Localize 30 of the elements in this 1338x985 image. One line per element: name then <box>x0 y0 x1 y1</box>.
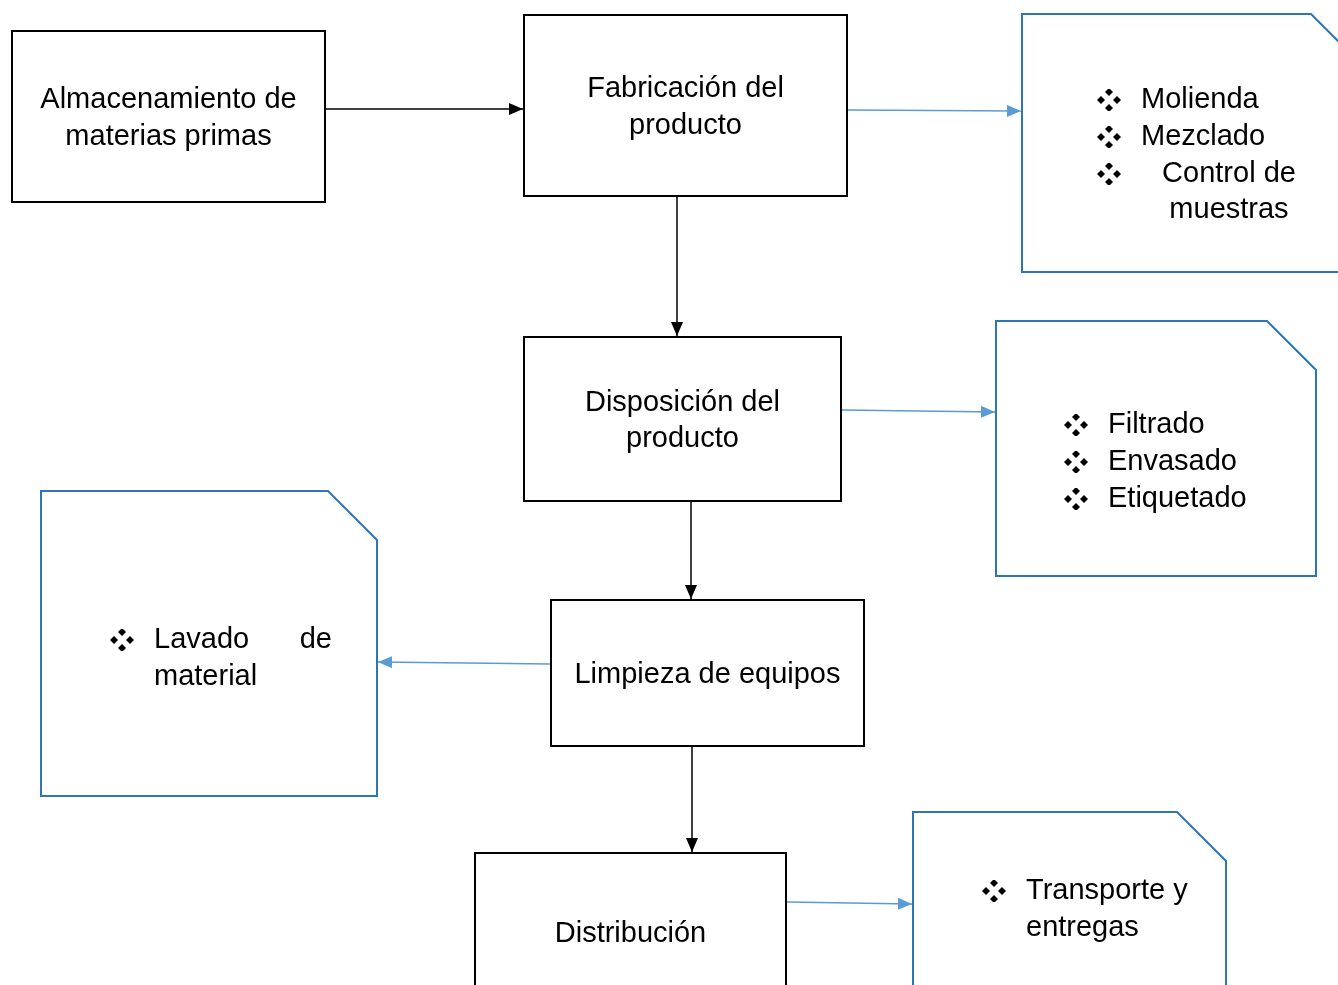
arrow <box>786 897 913 910</box>
arrow <box>841 405 996 418</box>
process-box <box>523 14 848 197</box>
process-box <box>11 30 326 203</box>
list-item: Filtrado <box>1108 406 1205 441</box>
list-item: Molienda <box>1141 81 1259 116</box>
arrow <box>847 104 1022 117</box>
process-label: Fabricación del producto <box>586 70 785 142</box>
arrow <box>685 501 697 600</box>
arrow <box>671 196 683 337</box>
process-box <box>523 336 842 502</box>
process-label: Disposición del producto <box>583 383 781 455</box>
process-box <box>550 599 865 747</box>
arrow <box>325 103 524 115</box>
list-item: Mezclado <box>1141 117 1266 153</box>
list-item: Envasado <box>1108 442 1237 478</box>
list-item: Lavado de material <box>154 621 332 693</box>
list-item: Etiquetado <box>1108 479 1247 515</box>
arrow <box>377 656 551 669</box>
process-box <box>474 852 787 985</box>
list-item: Transporte y entregas <box>1026 872 1189 944</box>
list-item: Control de muestras <box>1161 154 1297 227</box>
process-label: Almacenamiento de materias primas <box>39 81 298 153</box>
arrow <box>686 746 698 853</box>
note-shape <box>40 490 378 797</box>
note-shape <box>1021 13 1338 273</box>
note-shape <box>912 811 1227 985</box>
note-shape <box>995 320 1317 577</box>
process-label: Limpieza de equipos <box>574 655 841 691</box>
process-label: Distribución <box>554 914 707 950</box>
